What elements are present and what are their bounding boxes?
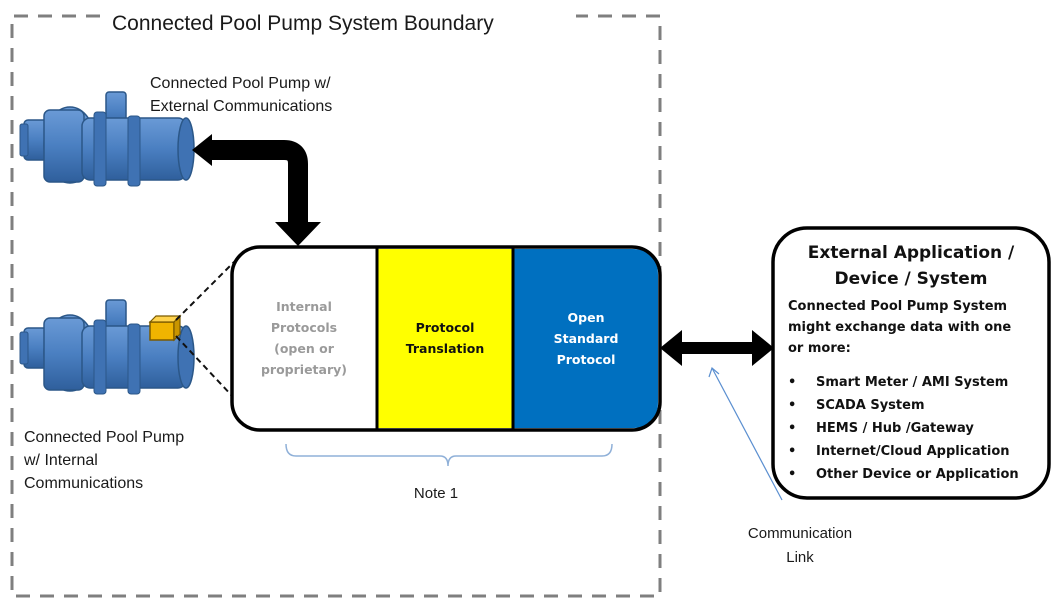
list-bullet: •	[788, 375, 796, 390]
protocol-translation-block: Protocol Translation	[406, 320, 485, 356]
pump-internal-label-3: Communications	[24, 475, 143, 492]
open-standard-line-1: Open	[568, 310, 605, 325]
list-bullet: •	[788, 444, 796, 459]
pump-external-label-2: External Communications	[150, 98, 332, 115]
protocol-translation-line-1: Protocol	[416, 320, 475, 335]
list-item: HEMS / Hub /Gateway	[816, 421, 974, 436]
internal-protocols-line-3: (open or	[274, 341, 335, 356]
boundary-title: Connected Pool Pump System Boundary	[112, 12, 494, 35]
external-desc-line-3: or more:	[788, 341, 851, 356]
open-standard-line-3: Protocol	[557, 352, 616, 367]
pump-external-label-1: Connected Pool Pump w/	[150, 75, 331, 92]
internal-protocols-line-1: Internal	[276, 299, 332, 314]
internal-protocols-block: Internal Protocols (open or proprietary)	[261, 299, 347, 377]
external-title-line-2: Device / System	[834, 269, 987, 289]
list-item: Other Device or Application	[816, 467, 1019, 482]
list-bullet: •	[788, 467, 796, 482]
protocol-stack	[230, 245, 662, 432]
internal-protocols-line-4: proprietary)	[261, 362, 347, 377]
open-standard-line-2: Standard	[554, 331, 619, 346]
link-pointer	[708, 366, 783, 501]
zoom-line-bottom	[175, 335, 235, 399]
external-system-box	[771, 226, 1051, 500]
pump-internal-label-1: Connected Pool Pump	[24, 429, 184, 446]
pump-internal-icon	[19, 299, 195, 395]
external-desc-line-2: might exchange data with one	[788, 320, 1011, 335]
pump-external-icon	[19, 91, 195, 187]
note-brace	[285, 443, 613, 467]
list-item: SCADA System	[816, 398, 925, 413]
list-item: Internet/Cloud Application	[816, 444, 1010, 459]
external-title-line-1: External Application /	[808, 243, 1015, 263]
external-system-list: • Smart Meter / AMI System • SCADA Syste…	[788, 375, 1019, 482]
external-desc-line-1: Connected Pool Pump System	[788, 299, 1007, 314]
pump-internal-label-2: w/ Internal	[23, 452, 98, 469]
list-bullet: •	[788, 421, 796, 436]
system-boundary	[10, 14, 662, 598]
list-bullet: •	[788, 398, 796, 413]
internal-protocols-line-2: Protocols	[271, 320, 337, 335]
open-standard-block: Open Standard Protocol	[554, 310, 619, 367]
list-item: Smart Meter / AMI System	[816, 375, 1008, 390]
communication-link-label-2: Link	[786, 549, 814, 566]
zoom-line-top	[175, 261, 235, 321]
communication-link-label-1: Communication	[748, 525, 852, 542]
protocol-translation-line-2: Translation	[406, 341, 485, 356]
comm-module-icon	[148, 314, 182, 342]
note-label: Note 1	[414, 485, 458, 502]
pump-link-arrow	[192, 134, 321, 246]
communication-arrow	[660, 330, 774, 366]
